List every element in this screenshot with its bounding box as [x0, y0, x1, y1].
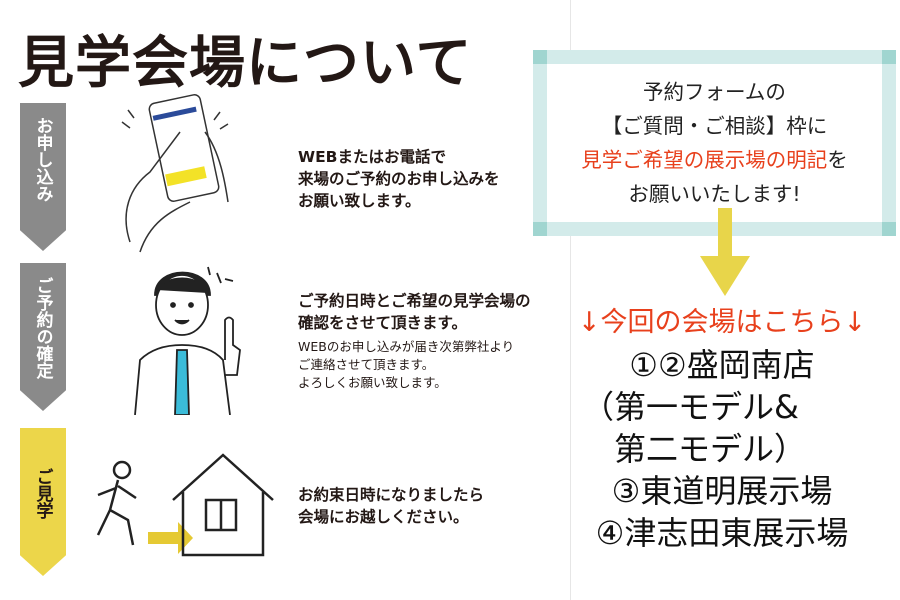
step-label-confirm: ご予約の確定: [20, 263, 66, 411]
venue-item: ①②盛岡南店: [629, 346, 815, 384]
desc-line: お約束日時になりましたら: [298, 486, 485, 504]
desc-sub-line: ご連絡させて頂きます。: [298, 357, 435, 372]
venue-item: （第一モデル&: [582, 388, 799, 426]
step-confirm-description: ご予約日時とご希望の見学会場の 確認をさせて頂きます。 WEBのお申し込みが届き…: [298, 290, 531, 392]
venue-item: ③東道明展示場: [611, 472, 833, 510]
notice-box: 予約フォームの 【ご質問・ご相談】枠に 見学ご希望の展示場の明記を お願いいたし…: [533, 50, 896, 236]
notice-line: 【ご質問・ご相談】枠に: [601, 114, 828, 138]
step-visit-description: お約束日時になりましたら 会場にお越しください。: [298, 484, 484, 528]
desc-line: WEBまたはお電話で: [298, 148, 446, 166]
desc-line: お願い致します。: [298, 192, 421, 210]
step-label-apply: お申し込み: [20, 103, 66, 251]
page-title: 見学会場について: [18, 31, 473, 96]
desc-sub-line: WEBのお申し込みが届き次第弊社より: [298, 339, 515, 354]
down-arrow-icon: [718, 208, 732, 258]
venue-item: ④津志田東展示場: [595, 514, 849, 552]
desc-line: 会場にお越しください。: [298, 508, 469, 526]
notice-highlight: 見学ご希望の展示場の明記: [581, 148, 828, 172]
venue-list: ①②盛岡南店 （第一モデル& 第二モデル） ③東道明展示場 ④津志田東展示場: [560, 344, 884, 554]
desc-sub-line: よろしくお願い致します。: [298, 375, 447, 390]
divider: [570, 0, 571, 600]
step-label-visit: ご見学: [20, 428, 66, 576]
step-apply-description: WEBまたはお電話で 来場のご予約のお申し込みを お願い致します。: [298, 146, 500, 212]
venue-heading: ↓今回の会場はこちら↓: [577, 307, 867, 338]
notice-line: 見学ご希望の展示場の明記を: [581, 143, 848, 177]
venue-item: 第二モデル）: [582, 430, 807, 468]
notice-line: 予約フォームの: [643, 80, 786, 104]
desc-line: 確認をさせて頂きます。: [298, 314, 467, 332]
notice-tail: を: [827, 148, 848, 172]
desc-line: ご予約日時とご希望の見学会場の: [298, 292, 531, 310]
down-arrow-head-icon: [700, 256, 750, 296]
desc-line: 来場のご予約のお申し込みを: [298, 170, 500, 188]
smartphone-hands-illustration: [121, 94, 229, 253]
businessman-illustration: [134, 266, 241, 415]
visit-house-illustration: [96, 453, 274, 557]
desc-sub: WEBのお申し込みが届き次第弊社より ご連絡させて頂きます。 よろしくお願い致し…: [298, 338, 531, 392]
notice-line: お願いいたします!: [628, 182, 801, 206]
